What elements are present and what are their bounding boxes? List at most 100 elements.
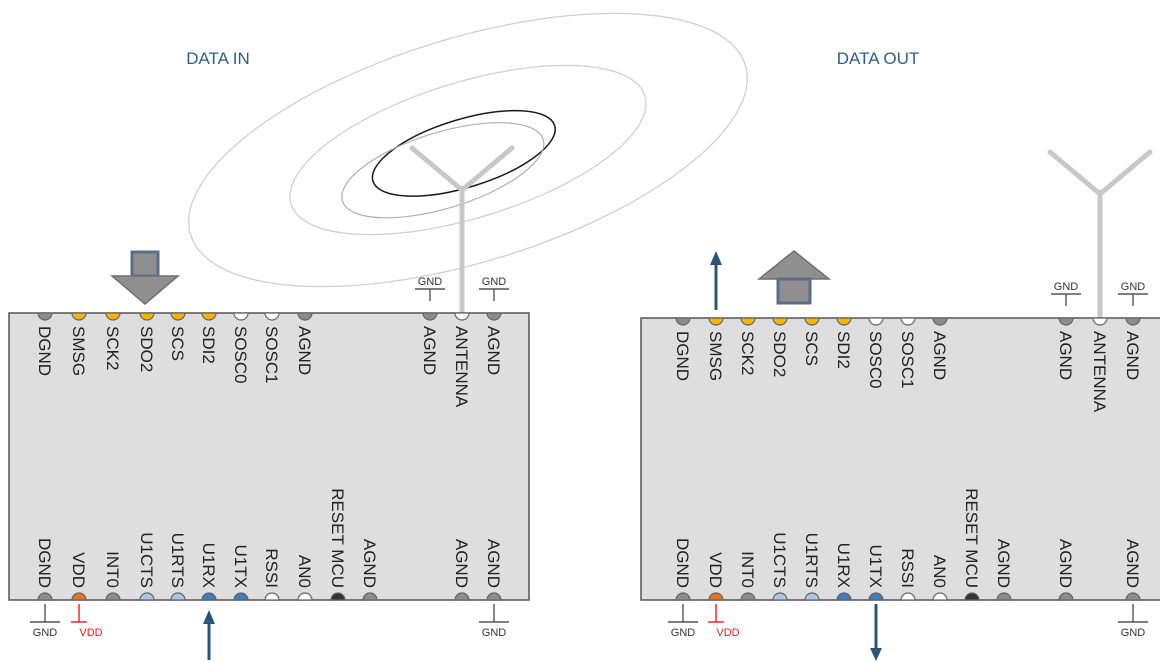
pin-dot [37, 592, 53, 601]
pin-dot [836, 317, 852, 326]
block-arrow-head [756, 250, 832, 280]
pin-label: DGND [673, 538, 692, 588]
module-body [8, 312, 530, 601]
top-pin-agnd: AGND [420, 312, 439, 375]
pin-label: AGND [295, 326, 314, 375]
pin-label: RSSI [898, 548, 917, 588]
pin-dot [105, 312, 121, 321]
bottom-pin-an0: AN0 [930, 555, 949, 601]
pin-label: SMSG [69, 326, 88, 376]
pin-label: AGND [452, 539, 471, 588]
pin-dot [139, 312, 155, 321]
pin-label: AN0 [295, 555, 314, 588]
pin-label: AGND [1123, 539, 1142, 588]
pin-dot [804, 317, 820, 326]
pin-dot [1125, 592, 1141, 601]
top-pin-sdo2: SDO2 [137, 312, 156, 372]
pin-dot [1125, 317, 1141, 326]
pin-label: INT0 [738, 551, 757, 588]
pin-label: U1CTS [137, 532, 156, 588]
signal-arrow-down-icon [870, 604, 882, 661]
top-pin-scs: SCS [802, 317, 821, 366]
bottom-pin-agnd: AGND [484, 539, 503, 601]
pin-label: RESET MCU [328, 488, 347, 588]
pin-dot [900, 592, 916, 601]
pin-dot [71, 592, 87, 601]
pin-dot [233, 312, 249, 321]
pin-dot [297, 592, 313, 601]
bottom-pin-reset-mcu: RESET MCU [962, 488, 981, 601]
pin-label: AGND [360, 539, 379, 588]
pin-dot [139, 592, 155, 601]
pin-dot [772, 592, 788, 601]
pin-label: SOSC0 [866, 331, 885, 389]
bottom-pin-agnd: AGND [360, 539, 379, 601]
pin-dot [675, 317, 691, 326]
pin-dot [297, 312, 313, 321]
pin-label: DGND [35, 326, 54, 376]
pin-dot [675, 592, 691, 601]
pin-label: AGND [420, 326, 439, 375]
top-pin-dgnd: DGND [673, 317, 692, 381]
top-pin-scs: SCS [168, 312, 187, 361]
pin-label: AGND [484, 326, 503, 375]
bottom-pin-dgnd: DGND [35, 538, 54, 601]
pin-label: SCK2 [103, 326, 122, 370]
pin-dot [233, 592, 249, 601]
bottom-pin-u1rts: U1RTS [802, 533, 821, 601]
pin-dot [454, 312, 470, 321]
vdd-label: VDD [79, 627, 102, 639]
gnd-symbol-top: GND [1118, 281, 1148, 306]
pin-label: U1RTS [168, 533, 187, 588]
gnd-label: GND [1121, 281, 1146, 293]
bottom-pin-rssi: RSSI [262, 548, 281, 601]
pin-dot [868, 592, 884, 601]
bottom-pin-int0: INT0 [103, 551, 122, 601]
pin-label: U1RTS [802, 533, 821, 588]
top-pin-antenna: ANTENNA [1090, 317, 1109, 413]
pin-dot [422, 312, 438, 321]
vdd-symbol: VDD [71, 604, 103, 639]
bottom-pin-agnd: AGND [452, 539, 471, 601]
pin-dot [486, 312, 502, 321]
top-pin-agnd: AGND [930, 317, 949, 380]
pin-label: SDI2 [834, 331, 853, 369]
gnd-symbol-top: GND [479, 276, 509, 301]
pin-dot [804, 592, 820, 601]
top-pin-smsg: SMSG [69, 312, 88, 376]
pin-dot [362, 592, 378, 601]
pin-label: VDD [706, 552, 725, 588]
pin-dot [201, 312, 217, 321]
block-arrow-up-icon [756, 250, 832, 305]
pin-label: SCS [168, 326, 187, 361]
pin-dot [37, 312, 53, 321]
module-body [640, 317, 1160, 601]
antenna-head [1047, 149, 1153, 197]
pin-dot [330, 592, 346, 601]
gnd-symbol-bottom: GND [1118, 604, 1148, 639]
pin-label: SOSC1 [262, 326, 281, 384]
bottom-pin-vdd: VDD [706, 552, 725, 601]
pin-label: U1TX [231, 545, 250, 588]
bottom-pin-u1tx: U1TX [866, 545, 885, 601]
top-pin-sdo2: SDO2 [770, 317, 789, 377]
gnd-label: GND [482, 627, 507, 639]
gnd-symbol-top: GND [415, 276, 445, 301]
pin-label: VDD [69, 552, 88, 588]
pin-label: AGND [1056, 331, 1075, 380]
pin-dot [170, 312, 186, 321]
bottom-pin-u1rts: U1RTS [168, 533, 187, 601]
signal-arrow-up-icon [710, 251, 722, 310]
pin-label: AGND [1123, 331, 1142, 380]
arrow-head [870, 648, 882, 661]
bottom-pin-int0: INT0 [738, 551, 757, 601]
pin-dot [454, 592, 470, 601]
pin-dot [740, 592, 756, 601]
pin-dot [264, 592, 280, 601]
vdd-label: VDD [716, 627, 739, 639]
pin-dot [740, 317, 756, 326]
pin-dot [932, 592, 948, 601]
pin-label: U1CTS [770, 532, 789, 588]
